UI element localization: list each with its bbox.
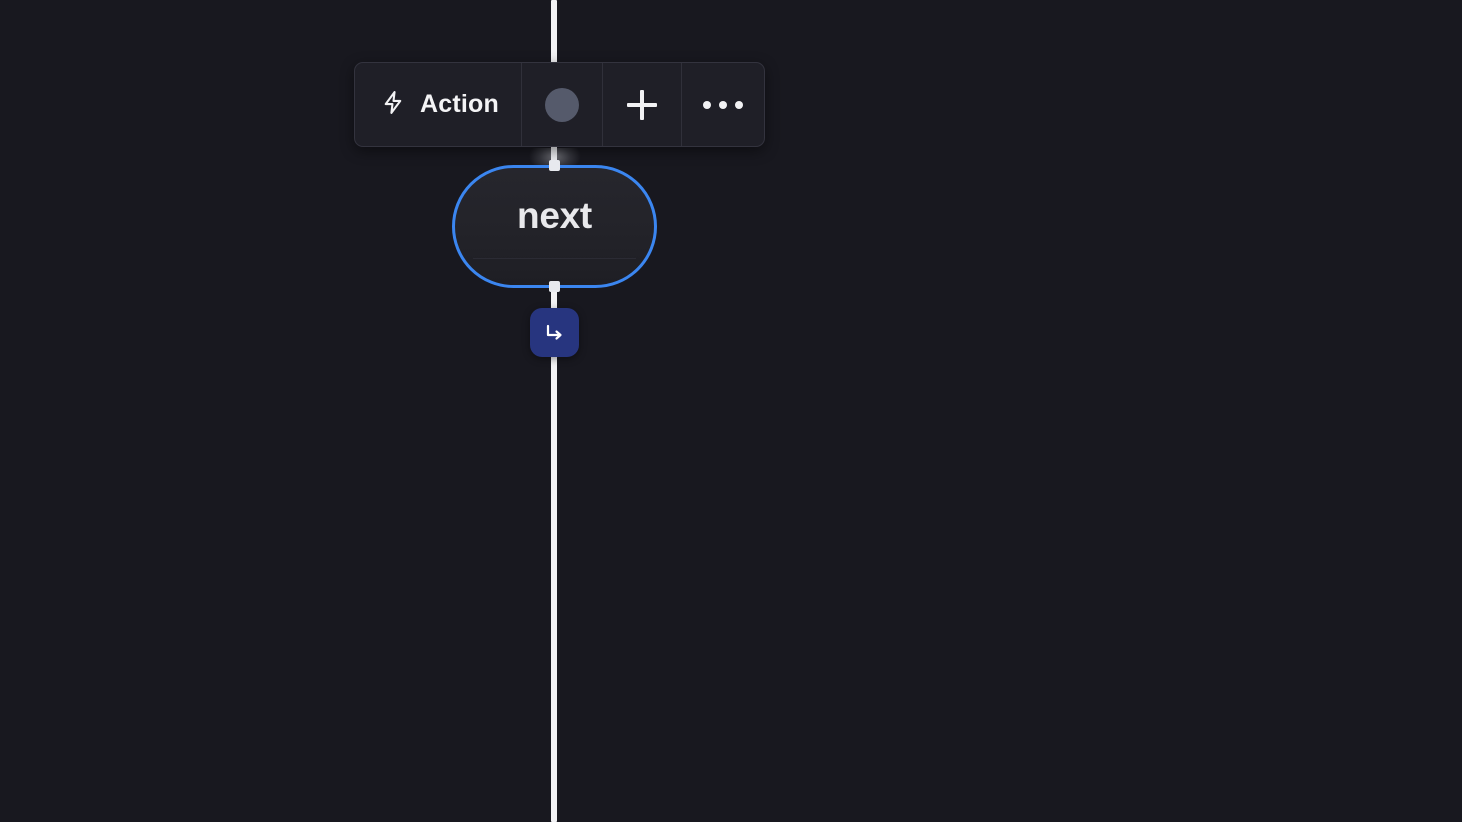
toolbar-avatar-button[interactable] (522, 63, 603, 146)
flow-node-label: next (517, 194, 592, 236)
node-handle-top[interactable] (549, 160, 560, 171)
node-handle-bottom[interactable] (549, 281, 560, 292)
node-divider (473, 258, 636, 259)
branch-button[interactable] (530, 308, 579, 357)
flow-node-next[interactable]: next (452, 165, 657, 288)
arrow-turn-down-right-icon (543, 321, 567, 345)
toolbar-add-button[interactable] (603, 63, 682, 146)
node-toolbar[interactable]: Action (354, 62, 765, 147)
ellipsis-icon (702, 100, 743, 109)
toolbar-more-button[interactable] (682, 63, 764, 146)
flow-edge-outgoing[interactable] (551, 278, 557, 822)
toolbar-action-label: Action (420, 90, 499, 118)
lightning-bolt-icon (381, 90, 406, 120)
plus-icon (626, 89, 657, 120)
avatar-circle-icon (544, 87, 579, 122)
toolbar-action-button[interactable]: Action (355, 63, 522, 146)
